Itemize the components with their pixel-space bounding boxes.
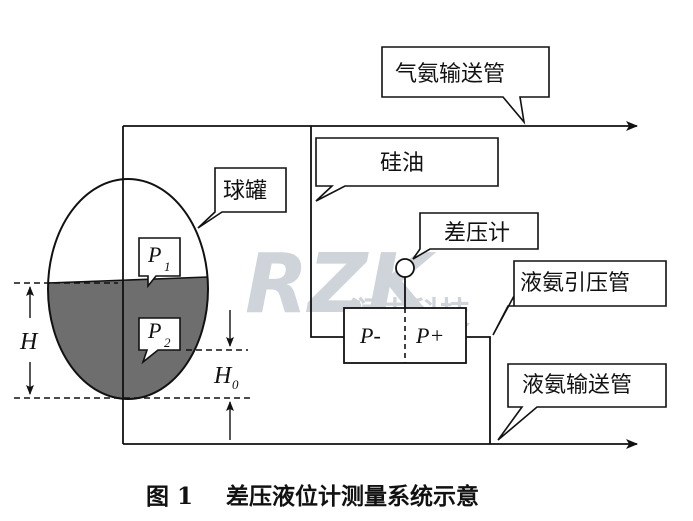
callout-liquid-pipe — [497, 363, 667, 441]
figure-caption: 图 1 差压液位计测量系统示意 — [146, 483, 479, 510]
callout-p1 — [138, 237, 181, 289]
callout-gas-pipe — [381, 46, 550, 125]
callouts — [138, 46, 667, 441]
oil-impulse-line — [310, 126, 344, 338]
p2-symbol: P — [147, 318, 161, 343]
callout-p2 — [138, 317, 181, 365]
dimension-h — [14, 282, 250, 399]
callout-liquid-impulse-pipe — [492, 260, 667, 336]
p2-subscript: 2 — [164, 335, 171, 350]
liquid-pipe-label: 液氨输送管 — [522, 373, 632, 398]
p1-subscript: 1 — [164, 259, 171, 274]
dimension-h0 — [186, 310, 248, 440]
caption-figure-no: 图 1 — [146, 483, 193, 510]
tank-outline — [47, 178, 209, 400]
piping — [122, 121, 638, 449]
liquid-surface — [47, 276, 209, 284]
silicone-oil-label: 硅油 — [380, 151, 424, 176]
tank — [47, 178, 209, 400]
caption-title: 差压液位计测量系统示意 — [226, 483, 479, 510]
callout-dp-meter — [412, 212, 539, 260]
h0-subscript: 0 — [232, 377, 239, 392]
gas-pipe-label: 气氨输送管 — [395, 62, 505, 87]
liquid-impulse-pipe-label: 液氨引压管 — [520, 271, 630, 296]
p-plus-label: P+ — [415, 323, 444, 348]
liquid-impulse-line — [466, 336, 491, 444]
dp-meter-label: 差压计 — [444, 221, 510, 246]
callout-silicone-oil — [315, 137, 499, 202]
callout-tank — [197, 167, 287, 229]
dp-meter: P- P+ — [343, 258, 467, 364]
callout-texts: 气氨输送管 硅油 球罐 差压计 液氨引压管 液氨输送管 P 1 P 2 — [147, 62, 632, 398]
p1-symbol: P — [147, 242, 161, 267]
p-minus-label: P- — [359, 323, 381, 348]
h0-symbol: H — [213, 363, 233, 389]
h-symbol: H — [19, 329, 39, 355]
gauge-dial-icon — [395, 258, 415, 278]
tank-label: 球罐 — [223, 179, 267, 204]
